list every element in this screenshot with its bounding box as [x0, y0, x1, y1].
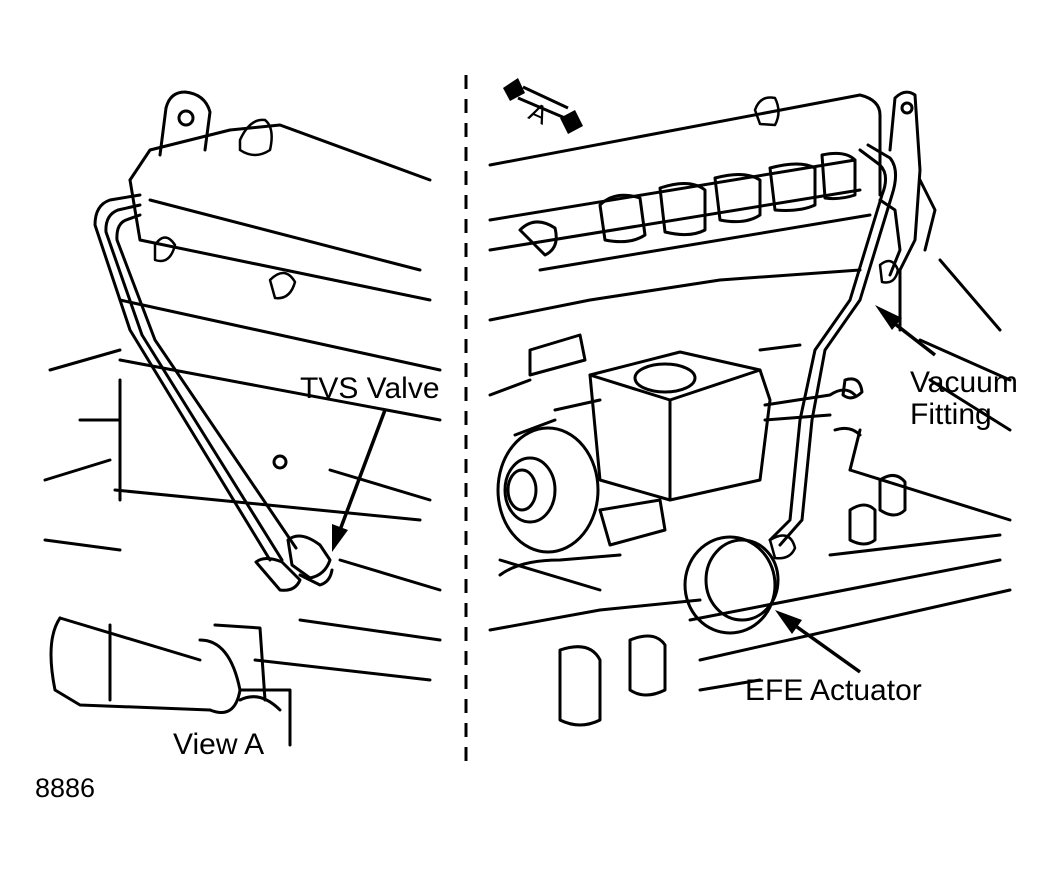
vacuum-hose-right-1	[768, 148, 887, 542]
view-a-label: View A	[173, 728, 264, 761]
lifting-bracket-left	[158, 90, 212, 157]
tvs-valve-pointer	[332, 409, 387, 552]
efe-actuator-label: EFE Actuator	[745, 674, 922, 707]
valve-cover-left	[128, 123, 432, 182]
vacuum-label-line1: Vacuum	[910, 366, 1018, 399]
vacuum-fitting	[878, 259, 900, 284]
left-panel-view-a	[43, 90, 442, 747]
intake-housing	[588, 350, 772, 502]
valve-cover-right	[488, 93, 882, 197]
efe-actuator-pointer	[775, 610, 862, 674]
vacuum-hose-right-2	[778, 143, 897, 547]
oil-filler-cap	[753, 96, 780, 127]
right-panel-engine	[488, 90, 1012, 727]
bracket-right	[888, 90, 922, 332]
fitting-label-line2: Fitting	[910, 398, 992, 431]
vacuum-fitting-pointer	[875, 305, 937, 357]
vacuum-hose-left-1	[93, 193, 272, 562]
vacuum-hose-left-2	[104, 203, 284, 562]
efe-actuator-canister	[683, 535, 777, 635]
figure-number: 8886	[35, 773, 95, 803]
starter-motor	[49, 616, 212, 712]
tvs-valve-body	[254, 557, 302, 592]
vacuum-hose-left-3	[115, 213, 298, 550]
pulley	[496, 426, 600, 554]
tvs-valve-label: TVS Valve	[300, 372, 440, 405]
